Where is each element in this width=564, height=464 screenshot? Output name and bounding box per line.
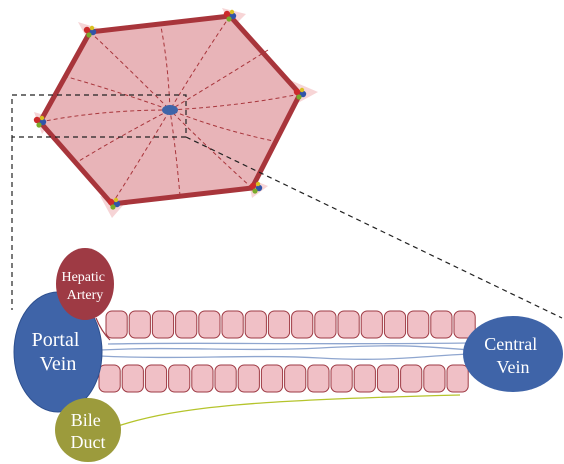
hepatocyte-cell <box>237 364 260 393</box>
hepatocyte-cell <box>98 364 121 393</box>
portal-triad-bottom-right <box>249 181 263 194</box>
central-vein: Central Vein <box>463 316 563 392</box>
liver-lobule <box>33 8 318 218</box>
hepatocyte-cell <box>330 364 353 393</box>
central-vein-label-line2: Vein <box>497 357 530 377</box>
hepatocyte-cell <box>144 364 168 393</box>
portal-triad-bottom-left <box>107 197 121 210</box>
portal-vein-label-line1: Portal <box>32 329 80 351</box>
bile-duct-label-line1: Bile <box>71 410 101 430</box>
hepatocyte-cell <box>453 310 476 339</box>
zoom-guide-right <box>185 136 563 319</box>
hepatocyte-cell <box>423 364 446 393</box>
central-vein-dot <box>162 105 178 115</box>
hepatocyte-cell <box>121 364 144 393</box>
zoom-callout <box>11 94 563 319</box>
hepatocyte-cell <box>376 364 400 393</box>
hepatocyte-cell <box>214 364 237 393</box>
sinusoid-channel <box>99 342 471 360</box>
central-vein-label-line1: Central <box>484 334 537 354</box>
lobule-sinusoids <box>39 15 301 205</box>
svg-text:Bile Duct: Bile Duct <box>71 410 106 452</box>
svg-text:Hepatic Artery: Hepatic Artery <box>61 270 108 303</box>
portal-vein: Portal Vein <box>13 291 103 413</box>
hepatocyte-cell <box>244 310 267 339</box>
bile-duct-shape <box>55 398 121 462</box>
svg-text:Central Vein: Central Vein <box>484 334 541 377</box>
hepatic-artery-label-line1: Hepatic <box>61 270 105 285</box>
hepatic-artery-branch <box>95 317 111 341</box>
hepatocyte-cell <box>291 310 314 339</box>
hepatocyte-cell <box>221 310 244 339</box>
hepatic-artery: Hepatic Artery <box>56 248 114 320</box>
hepatocyte-cell <box>105 310 128 339</box>
central-vein-shape <box>463 316 563 392</box>
hepatocyte-cell <box>198 310 221 339</box>
hepatocyte-cell <box>314 310 337 339</box>
hepatocyte-cell <box>407 310 430 339</box>
hepatocyte-cell <box>353 364 376 393</box>
portal-triad-right <box>293 87 307 100</box>
portal-triad-top-left <box>83 25 97 38</box>
portal-triad-left <box>33 115 47 128</box>
hepatocyte-cell <box>307 364 330 393</box>
hepatocyte-cell <box>151 310 175 339</box>
hepatocyte-cell <box>168 364 191 393</box>
hepatocyte-cell <box>337 310 360 339</box>
hepatocyte-cell <box>260 364 284 393</box>
bile-duct: Bile Duct <box>55 398 121 462</box>
hepatocyte-cell <box>446 364 469 393</box>
portal-triad-top-right <box>223 9 237 22</box>
hepatocyte-cell <box>360 310 383 339</box>
portal-vein-label-line2: Vein <box>40 353 77 375</box>
svg-text:Portal Vein: Portal Vein <box>32 329 85 375</box>
hepatocyte-cell <box>400 364 423 393</box>
bile-canaliculus <box>117 394 461 427</box>
hepatocyte-cell <box>191 364 214 393</box>
bile-duct-label-line2: Duct <box>71 432 106 452</box>
portal-triad-icons <box>33 9 307 210</box>
hepatic-artery-shape <box>56 248 114 320</box>
hepatocyte-cell <box>175 310 198 339</box>
hepatocyte-cell <box>284 364 307 393</box>
hepatocyte-plate-lower <box>98 364 469 393</box>
hepatocyte-cell <box>128 310 151 339</box>
hepatocyte-cell <box>267 310 291 339</box>
hepatocyte-plate-upper <box>105 310 476 339</box>
hepatocyte-cell <box>383 310 407 339</box>
hepatic-artery-label-line2: Artery <box>67 288 104 303</box>
hepatocyte-cell <box>430 310 453 339</box>
